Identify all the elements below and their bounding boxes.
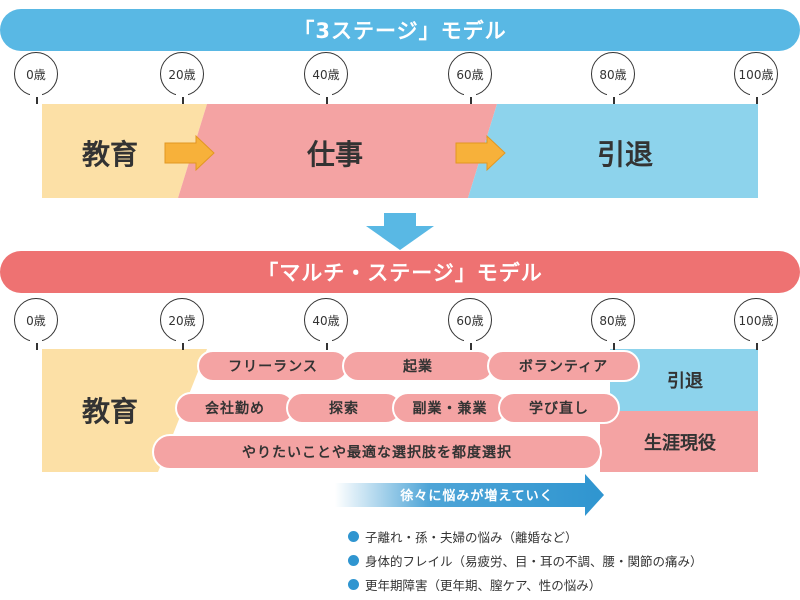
stage-work-block [178,104,497,198]
activity-choose-each-time: やりたいことや最適な選択肢を都度選択 [152,434,602,470]
stage-education-label: 教育 [81,138,138,171]
stage-retirement-block [468,104,758,198]
worries-arrow-label: 徐々に悩みが増えていく [400,489,554,504]
age-marker: 0歳 [14,52,58,104]
age-marker: 20歳 [160,298,204,350]
age-marker: 40歳 [304,298,348,350]
age-marker: 60歳 [448,298,492,350]
bullet-dot-icon [348,531,359,542]
stage-work-label: 仕事 [306,138,363,171]
age-marker: 40歳 [304,52,348,104]
age-marker: 80歳 [591,52,635,104]
multi-stage-title: 「マルチ・ステージ」モデル [0,251,800,293]
activity-volunteer: ボランティア [487,350,640,382]
multi-education-label: 教育 [81,395,138,428]
bullet-dot-icon [348,555,359,566]
arrow-down-icon [366,213,434,250]
stage-education-block [42,104,207,198]
age-marker: 20歳 [160,52,204,104]
activity-side-job: 副業・兼業 [392,392,508,424]
arrow-right-icon [455,134,506,172]
age-marker: 100歳 [734,298,778,350]
arrow-right-icon [164,134,215,172]
increasing-arrow-icon [335,474,604,516]
stage-retirement-label: 引退 [596,138,653,171]
multi-lifelong-label: 生涯現役 [644,433,716,454]
age-marker: 60歳 [448,52,492,104]
age-marker: 0歳 [14,298,58,350]
worry-item: 子離れ・孫・夫婦の悩み（離婚など） [348,527,578,546]
bullet-dot-icon [348,579,359,590]
age-marker: 80歳 [591,298,635,350]
multi-lifelong-block [600,411,758,472]
multi-retirement-label: 引退 [667,371,703,392]
age-marker: 100歳 [734,52,778,104]
activity-relearning: 学び直し [498,392,620,424]
worry-item: 身体的フレイル（易疲労、目・耳の不調、腰・関節の痛み） [348,551,703,570]
worry-item: 更年期障害（更年期、膣ケア、性の悩み） [348,575,601,594]
activity-startup: 起業 [342,350,494,382]
three-stage-title: 「3ステージ」モデル [0,9,800,51]
